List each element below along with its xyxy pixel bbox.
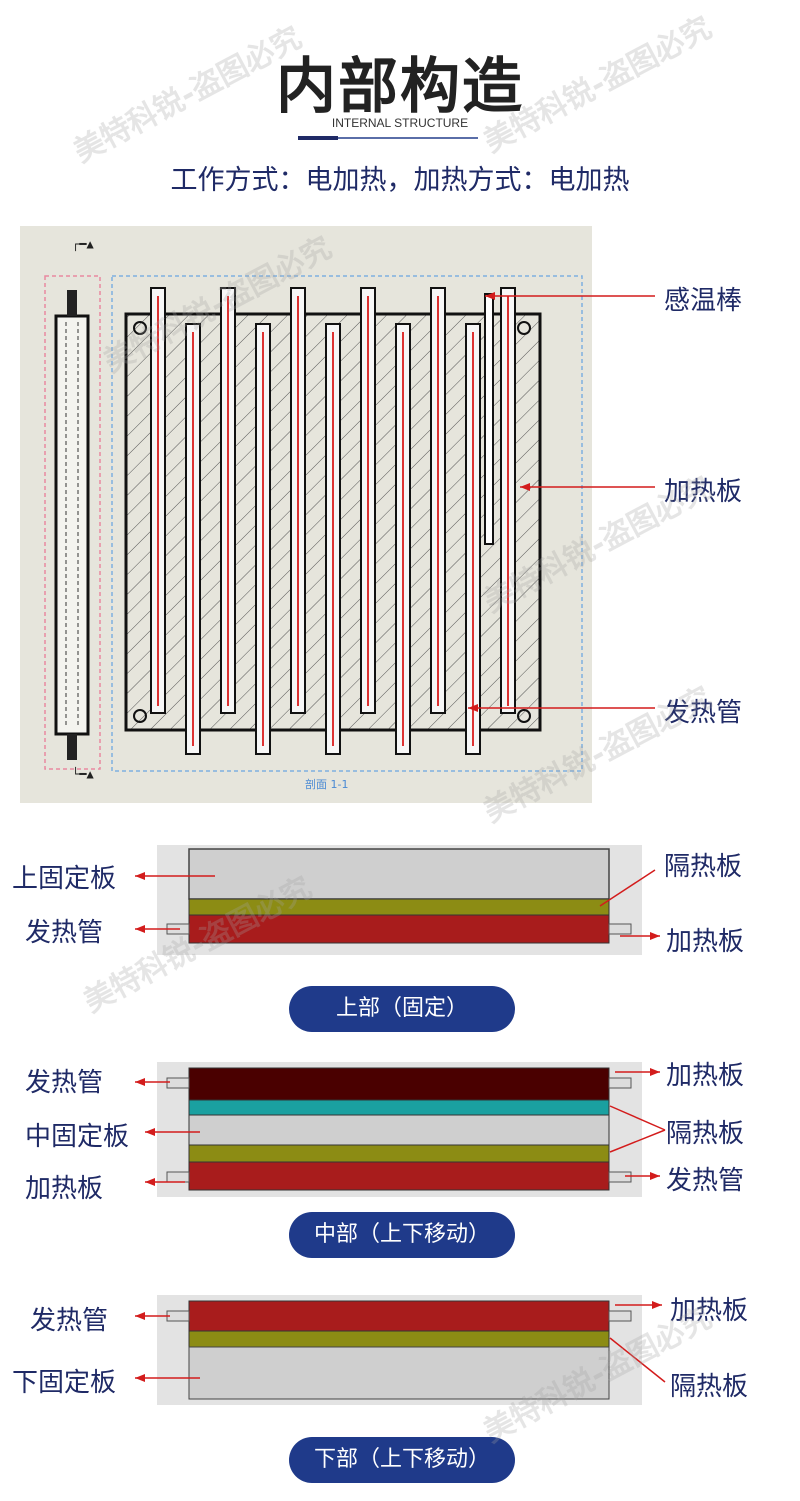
- middle-section-figure: [157, 1062, 642, 1197]
- side-view-body: [54, 314, 90, 736]
- lower-label-insulation: 隔热板: [670, 1372, 749, 1402]
- lower-label-lower-plate: 下固定板: [12, 1368, 117, 1398]
- middle-section-svg: [166, 1067, 632, 1191]
- middle-label-heating-plate-right: 加热板: [666, 1061, 745, 1091]
- upper-label-fixed-plate: 上固定板: [12, 864, 117, 894]
- page-subtitle-en: INTERNAL STRUCTURE: [331, 116, 469, 130]
- middle-section-pill: 中部（上下移动）: [289, 1212, 515, 1258]
- lower-section-svg: [166, 1300, 632, 1400]
- middle-label-heating-tube-right: 发热管: [666, 1166, 745, 1196]
- upper-label-heating-plate: 加热板: [666, 927, 745, 957]
- lower-label-heating-plate: 加热板: [670, 1296, 749, 1326]
- middle-label-mid-plate: 中固定板: [25, 1122, 130, 1152]
- upper-section-arrows: [135, 869, 660, 940]
- diagram-callout-arrows: [468, 292, 655, 712]
- lower-label-heating-tube: 发热管: [30, 1306, 109, 1336]
- middle-label-insulation: 隔热板: [666, 1119, 745, 1149]
- title-underline-thin: [338, 137, 478, 139]
- lower-section-arrows: [135, 1301, 666, 1383]
- lower-section-figure: [157, 1295, 642, 1405]
- callout-heating-tube: 发热管: [664, 698, 743, 728]
- callout-heating-plate: 加热板: [664, 477, 743, 507]
- middle-label-heating-tube-left: 发热管: [25, 1068, 104, 1098]
- callout-sensor-rod: 感温棒: [664, 286, 743, 316]
- internal-structure-drawing: ┌━▲ └━▲: [20, 226, 592, 803]
- upper-section-figure: [157, 845, 642, 955]
- upper-section-svg: [166, 848, 632, 944]
- upper-section-pill: 上部（固定）: [289, 986, 515, 1032]
- lower-section-pill: 下部（上下移动）: [289, 1437, 515, 1483]
- title-underline: [298, 136, 338, 140]
- section-marker-text: 剖面 1-1: [305, 777, 348, 791]
- drawing-svg: ┌━▲ └━▲: [44, 237, 583, 791]
- front-view-frame: [111, 275, 583, 772]
- upper-label-insulation: 隔热板: [664, 852, 743, 882]
- side-view-frame: [44, 275, 101, 770]
- middle-section-arrows: [135, 1068, 666, 1186]
- heating-tubes-lower: [185, 323, 481, 755]
- sensor-rod: [484, 293, 494, 545]
- middle-label-heating-plate-left: 加热板: [25, 1174, 104, 1204]
- heating-tubes-upper: [150, 287, 516, 714]
- upper-label-heating-tube: 发热管: [25, 918, 104, 948]
- page-title: 内部构造: [276, 52, 524, 122]
- svg-text:┌━▲: ┌━▲: [72, 237, 94, 251]
- working-mode-text: 工作方式：电加热，加热方式：电加热: [170, 165, 630, 196]
